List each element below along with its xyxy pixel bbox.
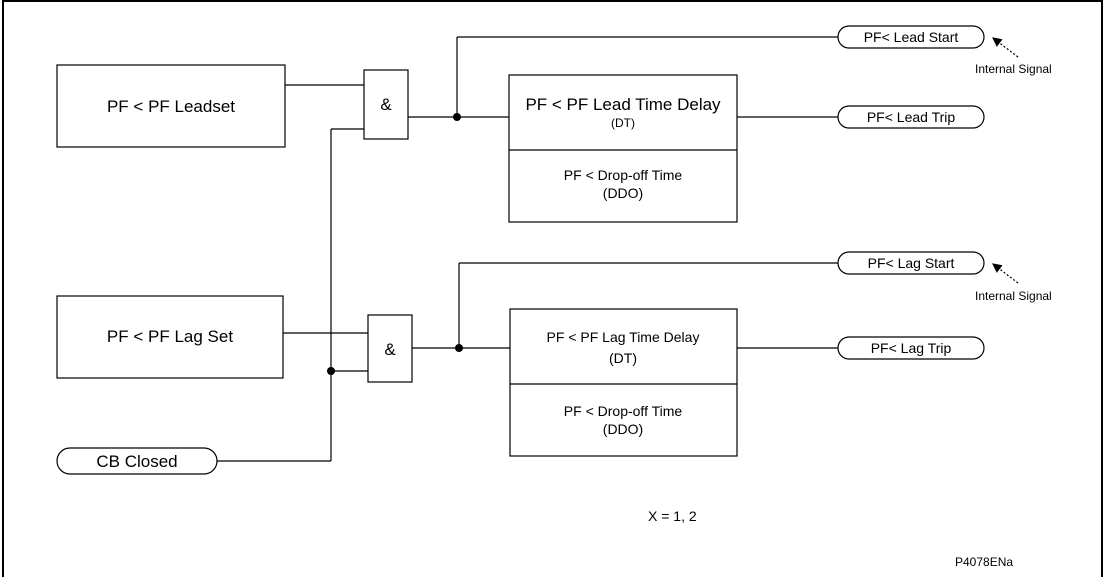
lead-time-delay-block: PF < PF Lead Time Delay (DT) PF < Drop-o… [508,74,738,223]
cb-closed-terminal: CB Closed [56,447,218,475]
lead-delay-title: PF < PF Lead Time Delay [525,95,721,114]
lag-and-gate: & [367,314,413,383]
figure-ref: P4078ENa [955,555,1013,569]
lead-and-gate: & [363,69,409,140]
lead-start-terminal: PF< Lead Start [837,25,985,49]
internal-signal-arrow-2 [992,263,1019,284]
lag-time-delay-block: PF < PF Lag Time Delay (DT) PF < Drop-of… [509,308,738,457]
lag-dropoff-sub: (DDO) [603,421,643,437]
x-note: X = 1, 2 [648,508,697,524]
lag-delay-title: PF < PF Lag Time Delay [547,329,700,345]
lead-and-symbol: & [380,95,392,114]
internal-signal-arrow-1 [992,37,1019,58]
lead-trip-terminal: PF< Lead Trip [837,105,985,129]
lag-set-label: PF < PF Lag Set [107,327,233,346]
lag-trip-terminal: PF< Lag Trip [837,336,985,360]
junction-dot-cb [327,367,335,375]
lead-dropoff-title: PF < Drop-off Time [564,167,683,183]
lead-delay-sub: (DT) [611,116,635,130]
lag-trip-label: PF< Lag Trip [871,340,952,356]
internal-signal-note-1: Internal Signal [975,62,1052,76]
lag-delay-sub: (DT) [609,350,637,366]
lag-start-label: PF< Lag Start [868,255,955,271]
lead-trip-label: PF< Lead Trip [867,109,956,125]
junction-dot-lead [453,113,461,121]
cb-closed-label: CB Closed [96,452,177,471]
lead-set-block: PF < PF Leadset [56,64,286,148]
lag-dropoff-title: PF < Drop-off Time [564,403,683,419]
wires [217,36,1019,462]
lead-start-label: PF< Lead Start [864,29,959,45]
junction-dot-lag [455,344,463,352]
internal-signal-note-2: Internal Signal [975,289,1052,303]
lag-set-block: PF < PF Lag Set [56,295,284,379]
lag-and-symbol: & [384,340,396,359]
lead-set-label: PF < PF Leadset [107,97,235,116]
lead-dropoff-sub: (DDO) [603,185,643,201]
lag-start-terminal: PF< Lag Start [837,251,985,275]
